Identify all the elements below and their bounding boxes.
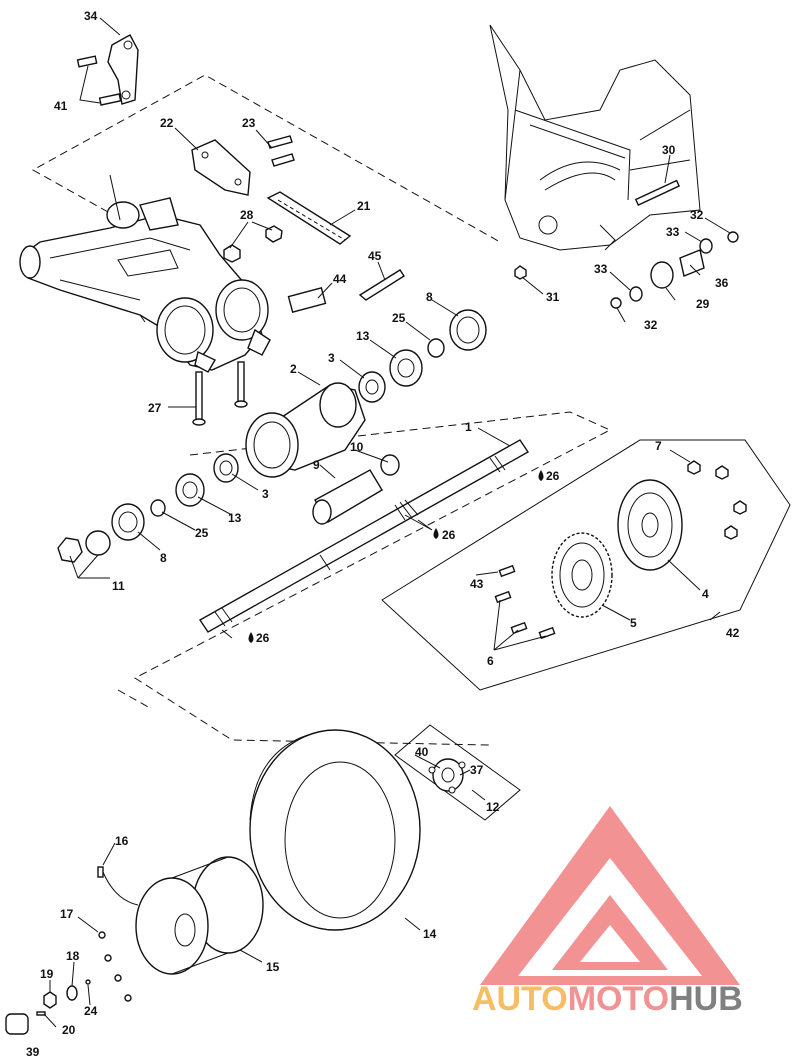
callout-26-bottom: 26: [256, 631, 270, 645]
callout-25-left: 25: [195, 526, 209, 540]
callout-41: 41: [54, 99, 68, 113]
callout-40: 40: [415, 745, 429, 759]
lubrication-drops: [248, 470, 544, 643]
callout-25-right: 25: [392, 311, 406, 325]
leader-lines: [43, 17, 731, 1028]
brake-bracket: [76, 34, 139, 106]
callout-32-bottom: 32: [644, 318, 658, 332]
callout-26-top: 26: [546, 469, 560, 483]
callout-23: 23: [242, 116, 256, 130]
tire: [249, 729, 421, 931]
bearing-housing: [245, 382, 366, 478]
logo-word-hub: HUB: [669, 980, 743, 1018]
callout-17: 17: [60, 907, 74, 921]
callout-37: 37: [470, 763, 484, 777]
callout-8-left: 8: [160, 551, 167, 565]
callout-43: 43: [470, 577, 484, 591]
logo-word-auto: AUTO: [472, 980, 568, 1018]
bearing-stack-left: [57, 453, 239, 563]
callout-29: 29: [696, 297, 710, 311]
swing-arm: [19, 174, 271, 373]
callout-13-right: 13: [356, 329, 370, 343]
callout-labels: 34 41 22 23 28 21 45 44 8 25 13 3 2 27 3…: [26, 9, 740, 1059]
logo-word-moto: MOTO: [568, 980, 669, 1018]
callout-2: 2: [290, 362, 297, 376]
callout-14: 14: [423, 927, 437, 941]
dashed-assembly-lines: [31, 74, 612, 906]
pin-and-plate: [287, 269, 405, 313]
callout-1: 1: [465, 420, 472, 434]
rear-axle: [198, 439, 530, 633]
callout-33-bottom: 33: [594, 262, 608, 276]
callout-19: 19: [40, 967, 54, 981]
drop-icon: [433, 528, 439, 539]
callout-18: 18: [66, 949, 80, 963]
drop-icon: [538, 470, 544, 481]
callout-26-middle: 26: [442, 528, 456, 542]
spacer-tube: [312, 454, 400, 525]
drive-sprocket: [551, 532, 613, 618]
callout-36: 36: [715, 276, 729, 290]
callout-44: 44: [333, 272, 347, 286]
callout-16: 16: [115, 834, 129, 848]
brake-disc: [617, 479, 683, 571]
callout-34: 34: [84, 9, 98, 23]
wheel-rim: [135, 856, 264, 975]
callout-20: 20: [62, 1023, 76, 1037]
fasteners-28-27: [192, 225, 283, 426]
sprocket-kit-outline: [381, 439, 791, 691]
callout-22: 22: [160, 116, 174, 130]
callout-5: 5: [630, 616, 637, 630]
callout-45: 45: [368, 249, 382, 263]
watermark-logo: AUTOMOTOHUB: [472, 806, 743, 1018]
callout-28: 28: [240, 208, 254, 222]
callout-21: 21: [357, 199, 371, 213]
drop-icon: [248, 632, 254, 643]
callout-31: 31: [546, 290, 560, 304]
callout-15: 15: [266, 960, 280, 974]
wheel-hub: [394, 724, 521, 821]
callout-3-left: 3: [262, 487, 269, 501]
svg-text:AUTOMOTOHUB: AUTOMOTOHUB: [472, 980, 743, 1018]
callout-3-right: 3: [328, 351, 335, 365]
callout-7: 7: [655, 439, 662, 453]
callout-11: 11: [112, 579, 125, 593]
callout-9: 9: [313, 458, 320, 472]
callout-33-top: 33: [666, 225, 680, 239]
frame-section: [489, 24, 701, 251]
sprocket-fasteners: [494, 460, 747, 640]
callout-13-left: 13: [228, 511, 242, 525]
callout-27: 27: [148, 401, 162, 415]
callout-30: 30: [662, 143, 676, 157]
callout-8-right: 8: [426, 290, 433, 304]
callout-6: 6: [487, 654, 494, 668]
wheel-fasteners: [5, 866, 139, 1035]
eccentric-parts: [514, 179, 739, 309]
callout-10: 10: [350, 440, 364, 454]
drive-chain: [266, 191, 352, 245]
chain-guide: [191, 135, 295, 196]
callout-42: 42: [726, 626, 740, 640]
callout-12: 12: [486, 800, 500, 814]
callout-32-top: 32: [690, 208, 704, 222]
bearing-stack-right: [358, 309, 487, 403]
callout-39: 39: [26, 1045, 40, 1059]
callout-4: 4: [702, 587, 709, 601]
callout-24: 24: [84, 1004, 98, 1018]
